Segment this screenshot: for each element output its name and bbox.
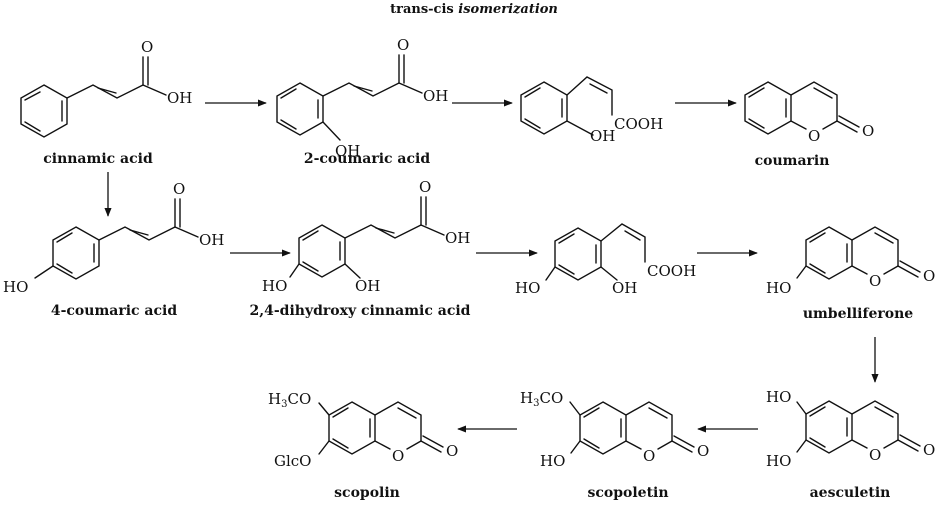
atom-o: O [419,178,431,196]
atom-ho: HO [766,452,791,470]
atom-o: O [392,447,404,465]
atom-ho: HO [766,388,791,406]
label-umbelliferone: umbelliferone [803,306,913,322]
structure-cis-dihydroxy-cinnamic-acid: COOH HO OH [515,223,696,297]
atom-ho: HO [766,279,791,297]
atom-o: O [397,36,409,54]
atom-oh: OH [199,231,224,249]
atom-oh: OH [612,279,637,297]
atom-o: O [923,441,935,459]
atom-oh: OH [355,277,380,295]
atom-o: O [643,447,655,465]
label-4-coumaric-acid: 4-coumaric acid [51,303,177,319]
label-dihydroxy-cinnamic-acid: 2,4-dihydroxy cinnamic acid [250,303,471,319]
atom-o: O [869,272,881,290]
atom-h3co: H3CO [520,389,563,409]
atom-ho: HO [515,279,540,297]
atom-o: O [697,442,709,460]
label-aesculetin: aesculetin [810,485,891,501]
structure-umbelliferone: O O HO umbelliferone [766,226,935,322]
structure-4-coumaric-acid: O OH HO 4-coumaric acid [3,180,224,319]
atom-glco: GlcO [274,452,311,470]
atom-o: O [808,127,820,145]
atom-h3co: H3CO [268,390,311,410]
label-cinnamic-acid: cinnamic acid [43,151,153,167]
structure-cis-2-coumaric-acid: COOH OH [520,76,663,145]
atom-o: O [923,267,935,285]
label-scopoletin: scopoletin [587,485,668,501]
atom-oh: OH [590,127,615,145]
structure-coumarin: O O coumarin [744,81,874,169]
atom-oh: OH [167,89,192,107]
atom-o: O [446,442,458,460]
atom-cooh: COOH [614,115,663,133]
atom-ho: HO [262,277,287,295]
atom-oh: OH [335,142,360,160]
label-coumarin: coumarin [755,153,830,169]
atom-oh: OH [445,229,470,247]
structure-cinnamic-acid: O OH cinnamic acid [20,38,192,167]
atom-ho: HO [540,452,565,470]
atom-ho: HO [3,278,28,296]
structure-scopoletin: O O H3CO HO scopoletin [520,389,709,501]
header-italic: isomerization [458,2,558,17]
label-scopolin: scopolin [334,485,400,501]
header-plain: trans-cis [390,2,454,17]
atom-oh: OH [423,87,448,105]
structure-aesculetin: O O HO HO aesculetin [766,388,935,501]
structure-scopolin: O O H3CO GlcO scopolin [268,390,458,501]
scheme-header: trans-cis isomerization [390,2,558,17]
atom-o: O [141,38,153,56]
structure-dihydroxy-cinnamic-acid: O OH HO OH 2,4-dihydroxy cinnamic acid [250,178,471,319]
label-2-coumaric-acid: 2-coumaric acid [304,151,430,167]
structure-2-coumaric-acid: O OH OH 2-coumaric acid [276,36,448,167]
atom-cooh: COOH [647,262,696,280]
atom-o: O [862,122,874,140]
atom-o: O [173,180,185,198]
atom-o: O [869,446,881,464]
